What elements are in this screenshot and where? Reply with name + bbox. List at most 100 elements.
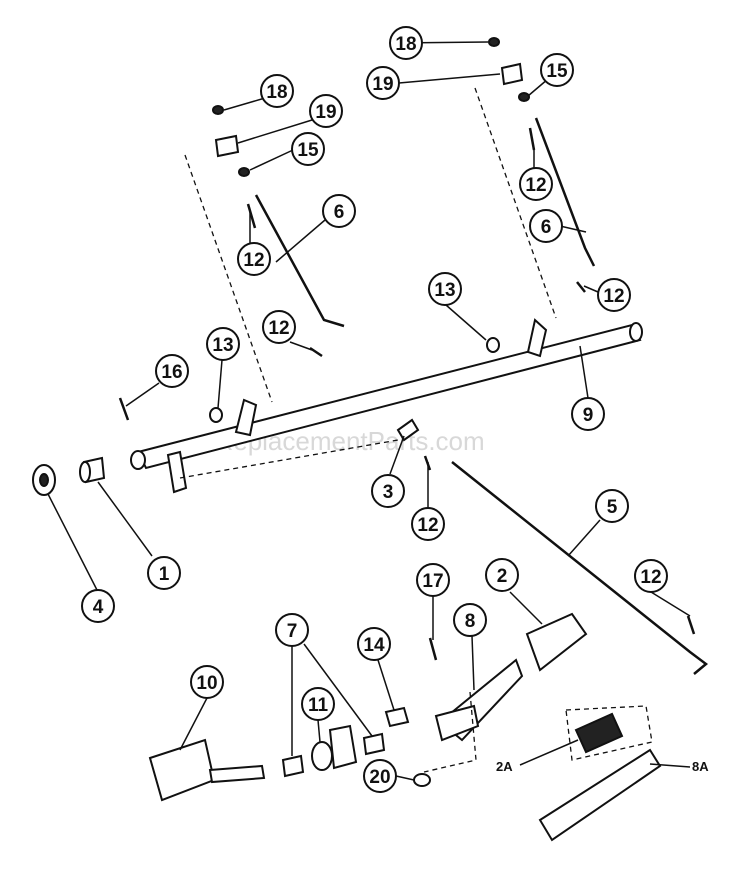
- shaft-bracket-left: [234, 398, 258, 437]
- nut-18-right: [488, 37, 500, 47]
- callout-15-top: 15: [540, 53, 574, 87]
- svg-text:4: 4: [93, 597, 104, 618]
- cotter-pin-12-a: [246, 203, 257, 229]
- dashed-guide-right: [474, 87, 557, 319]
- bushing-part-7-right: [362, 732, 386, 756]
- callout-13-right: 13: [428, 272, 462, 306]
- svg-text:1: 1: [159, 564, 170, 585]
- svg-text:6: 6: [541, 217, 552, 238]
- dashed-guide-lower: [423, 691, 477, 773]
- cotter-pin-12-b: [528, 127, 536, 151]
- svg-text:10: 10: [196, 673, 217, 694]
- callout-11: 11: [301, 687, 335, 721]
- callout-6-right: 6: [529, 209, 563, 243]
- callout-3: 3: [371, 474, 405, 508]
- svg-text:17: 17: [422, 571, 443, 592]
- leader-lines: [47, 41, 691, 781]
- callout-12-upper-right: 12: [519, 167, 553, 201]
- callout-20: 20: [363, 759, 397, 793]
- callout-12-right: 12: [597, 278, 631, 312]
- bearing-part-11: [311, 724, 358, 771]
- svg-text:11: 11: [308, 695, 329, 716]
- spacer-19-left: [214, 134, 240, 158]
- svg-text:12: 12: [603, 286, 624, 307]
- bushing-part-1: [79, 456, 106, 484]
- svg-text:13: 13: [212, 335, 233, 356]
- dashed-guide-shaft: [179, 439, 399, 479]
- callout-18-left: 18: [260, 74, 294, 108]
- svg-text:6: 6: [334, 202, 345, 223]
- svg-text:8: 8: [465, 611, 476, 632]
- washer-13-left: [209, 407, 223, 423]
- label-8a: 8A: [692, 759, 709, 774]
- washer-15-left: [238, 167, 250, 177]
- shaft-part: [130, 322, 643, 470]
- grip-part-2a: [574, 712, 624, 754]
- callout-8: 8: [453, 603, 487, 637]
- callout-6-left: 6: [322, 194, 356, 228]
- svg-text:5: 5: [607, 497, 618, 518]
- svg-text:12: 12: [525, 175, 546, 196]
- svg-text:15: 15: [546, 61, 568, 82]
- svg-text:12: 12: [640, 567, 661, 588]
- rod-part-6-right: [534, 117, 596, 267]
- label-2a: 2A: [496, 759, 513, 774]
- callout-1: 1: [147, 556, 181, 590]
- shaft-bracket-right: [526, 318, 548, 358]
- nut-18-left: [212, 105, 224, 115]
- spacer-19-right: [500, 62, 524, 86]
- callout-5: 5: [595, 489, 629, 523]
- dashed-guide-left: [184, 154, 273, 403]
- arm-part-10: [148, 738, 266, 802]
- svg-text:3: 3: [383, 482, 394, 503]
- svg-text:19: 19: [372, 74, 393, 95]
- callout-14: 14: [357, 627, 391, 661]
- pin-part-16: [118, 397, 130, 421]
- pin-part-17: [428, 637, 438, 661]
- callout-2: 2: [485, 558, 519, 592]
- screw-part-14: [384, 706, 410, 728]
- svg-text:12: 12: [268, 318, 289, 339]
- clevis-part-3: [396, 418, 420, 442]
- callout-12-middle: 12: [262, 310, 296, 344]
- svg-text:18: 18: [395, 34, 416, 55]
- svg-text:16: 16: [161, 362, 182, 383]
- washer-13-right: [486, 337, 500, 353]
- svg-text:14: 14: [363, 635, 385, 656]
- washer-15-right: [518, 92, 530, 102]
- svg-text:12: 12: [243, 250, 264, 271]
- svg-text:19: 19: [315, 102, 336, 123]
- callout-12-lower-middle: 12: [411, 507, 445, 541]
- shaft-bottom-arm: [166, 450, 188, 494]
- svg-text:18: 18: [266, 82, 287, 103]
- rod-part-6-left: [254, 194, 345, 328]
- callout-16: 16: [155, 354, 189, 388]
- svg-text:20: 20: [369, 767, 390, 788]
- callout-12-lower-right: 12: [634, 559, 668, 593]
- svg-text:13: 13: [434, 280, 455, 301]
- svg-text:7: 7: [287, 621, 298, 642]
- lever-hub-part-8: [434, 704, 480, 742]
- callout-4: 4: [81, 589, 115, 623]
- washer-part-20: [413, 773, 431, 787]
- svg-text:15: 15: [297, 140, 319, 161]
- callout-18-top: 18: [389, 26, 423, 60]
- svg-text:2: 2: [497, 566, 508, 587]
- lever-part-8a: [538, 748, 662, 842]
- bushing-part-7-left: [281, 754, 305, 778]
- callout-7: 7: [275, 613, 309, 647]
- svg-text:12: 12: [417, 515, 438, 536]
- callout-19-left: 19: [309, 94, 343, 128]
- callout-13-left: 13: [206, 327, 240, 361]
- callout-9: 9: [571, 397, 605, 431]
- washer-part-4: [32, 464, 56, 496]
- callout-17: 17: [416, 563, 450, 597]
- cotter-pin-12-f: [686, 615, 696, 635]
- callout-10: 10: [190, 665, 224, 699]
- callout-19-top: 19: [366, 66, 400, 100]
- pedal-pad-part-2: [525, 612, 588, 672]
- callout-12-upper-left: 12: [237, 242, 271, 276]
- callout-15-left: 15: [291, 132, 325, 166]
- cotter-pin-12-d: [576, 281, 586, 293]
